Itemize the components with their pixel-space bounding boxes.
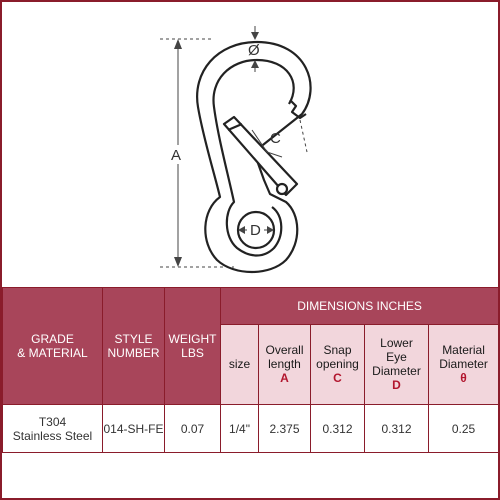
cell-overall-length: 2.375 (258, 404, 311, 453)
cell-size: 1/4" (220, 404, 259, 453)
dimension-d-label: D (250, 222, 261, 239)
dimension-c-line (251, 119, 308, 158)
dimension-material-label: Ø (248, 42, 260, 59)
cell-grade: T304 Stainless Steel (2, 404, 103, 453)
cell-snap-opening: 0.312 (310, 404, 365, 453)
header-snap-opening: Snap opening C (310, 323, 365, 406)
cell-style: 014-SH-FE (102, 404, 165, 453)
cell-lower-eye: 0.312 (364, 404, 429, 453)
header-weight: WEIGHT LBS (164, 286, 221, 406)
blank-footer-area (2, 453, 498, 498)
cell-material-diameter: 0.25 (427, 404, 500, 453)
header-lower-eye-diameter: Lower Eye Diameter D (364, 323, 429, 406)
cell-weight: 0.07 (164, 404, 221, 453)
header-dimensions-group: DIMENSIONS INCHES (219, 287, 500, 325)
header-grade-material: GRADE & MATERIAL (2, 286, 103, 406)
header-style-number: STYLE NUMBER (102, 286, 165, 406)
header-overall-length: Overall length A (258, 323, 311, 406)
lower-eye-letter: D (392, 378, 401, 393)
snap-opening-letter: C (333, 371, 342, 386)
snap-hook-drawing: A Ø (160, 26, 312, 274)
spec-table: GRADE & MATERIAL STYLE NUMBER WEIGHT LBS… (2, 286, 500, 453)
header-size: size (220, 323, 259, 406)
header-material-diameter: Material Diameter θ (427, 323, 500, 406)
snap-hook-diagram: A Ø (2, 2, 498, 287)
dimension-material-line (251, 26, 259, 72)
dimension-c-label: C (270, 130, 281, 147)
overall-length-letter: A (280, 371, 289, 386)
material-diameter-letter: θ (460, 371, 467, 386)
dimension-d-line (238, 226, 274, 234)
table-row: T304 Stainless Steel 014-SH-FE 0.07 1/4"… (2, 404, 500, 453)
dimension-a-line (160, 38, 234, 268)
dimension-a-label: A (171, 147, 181, 164)
